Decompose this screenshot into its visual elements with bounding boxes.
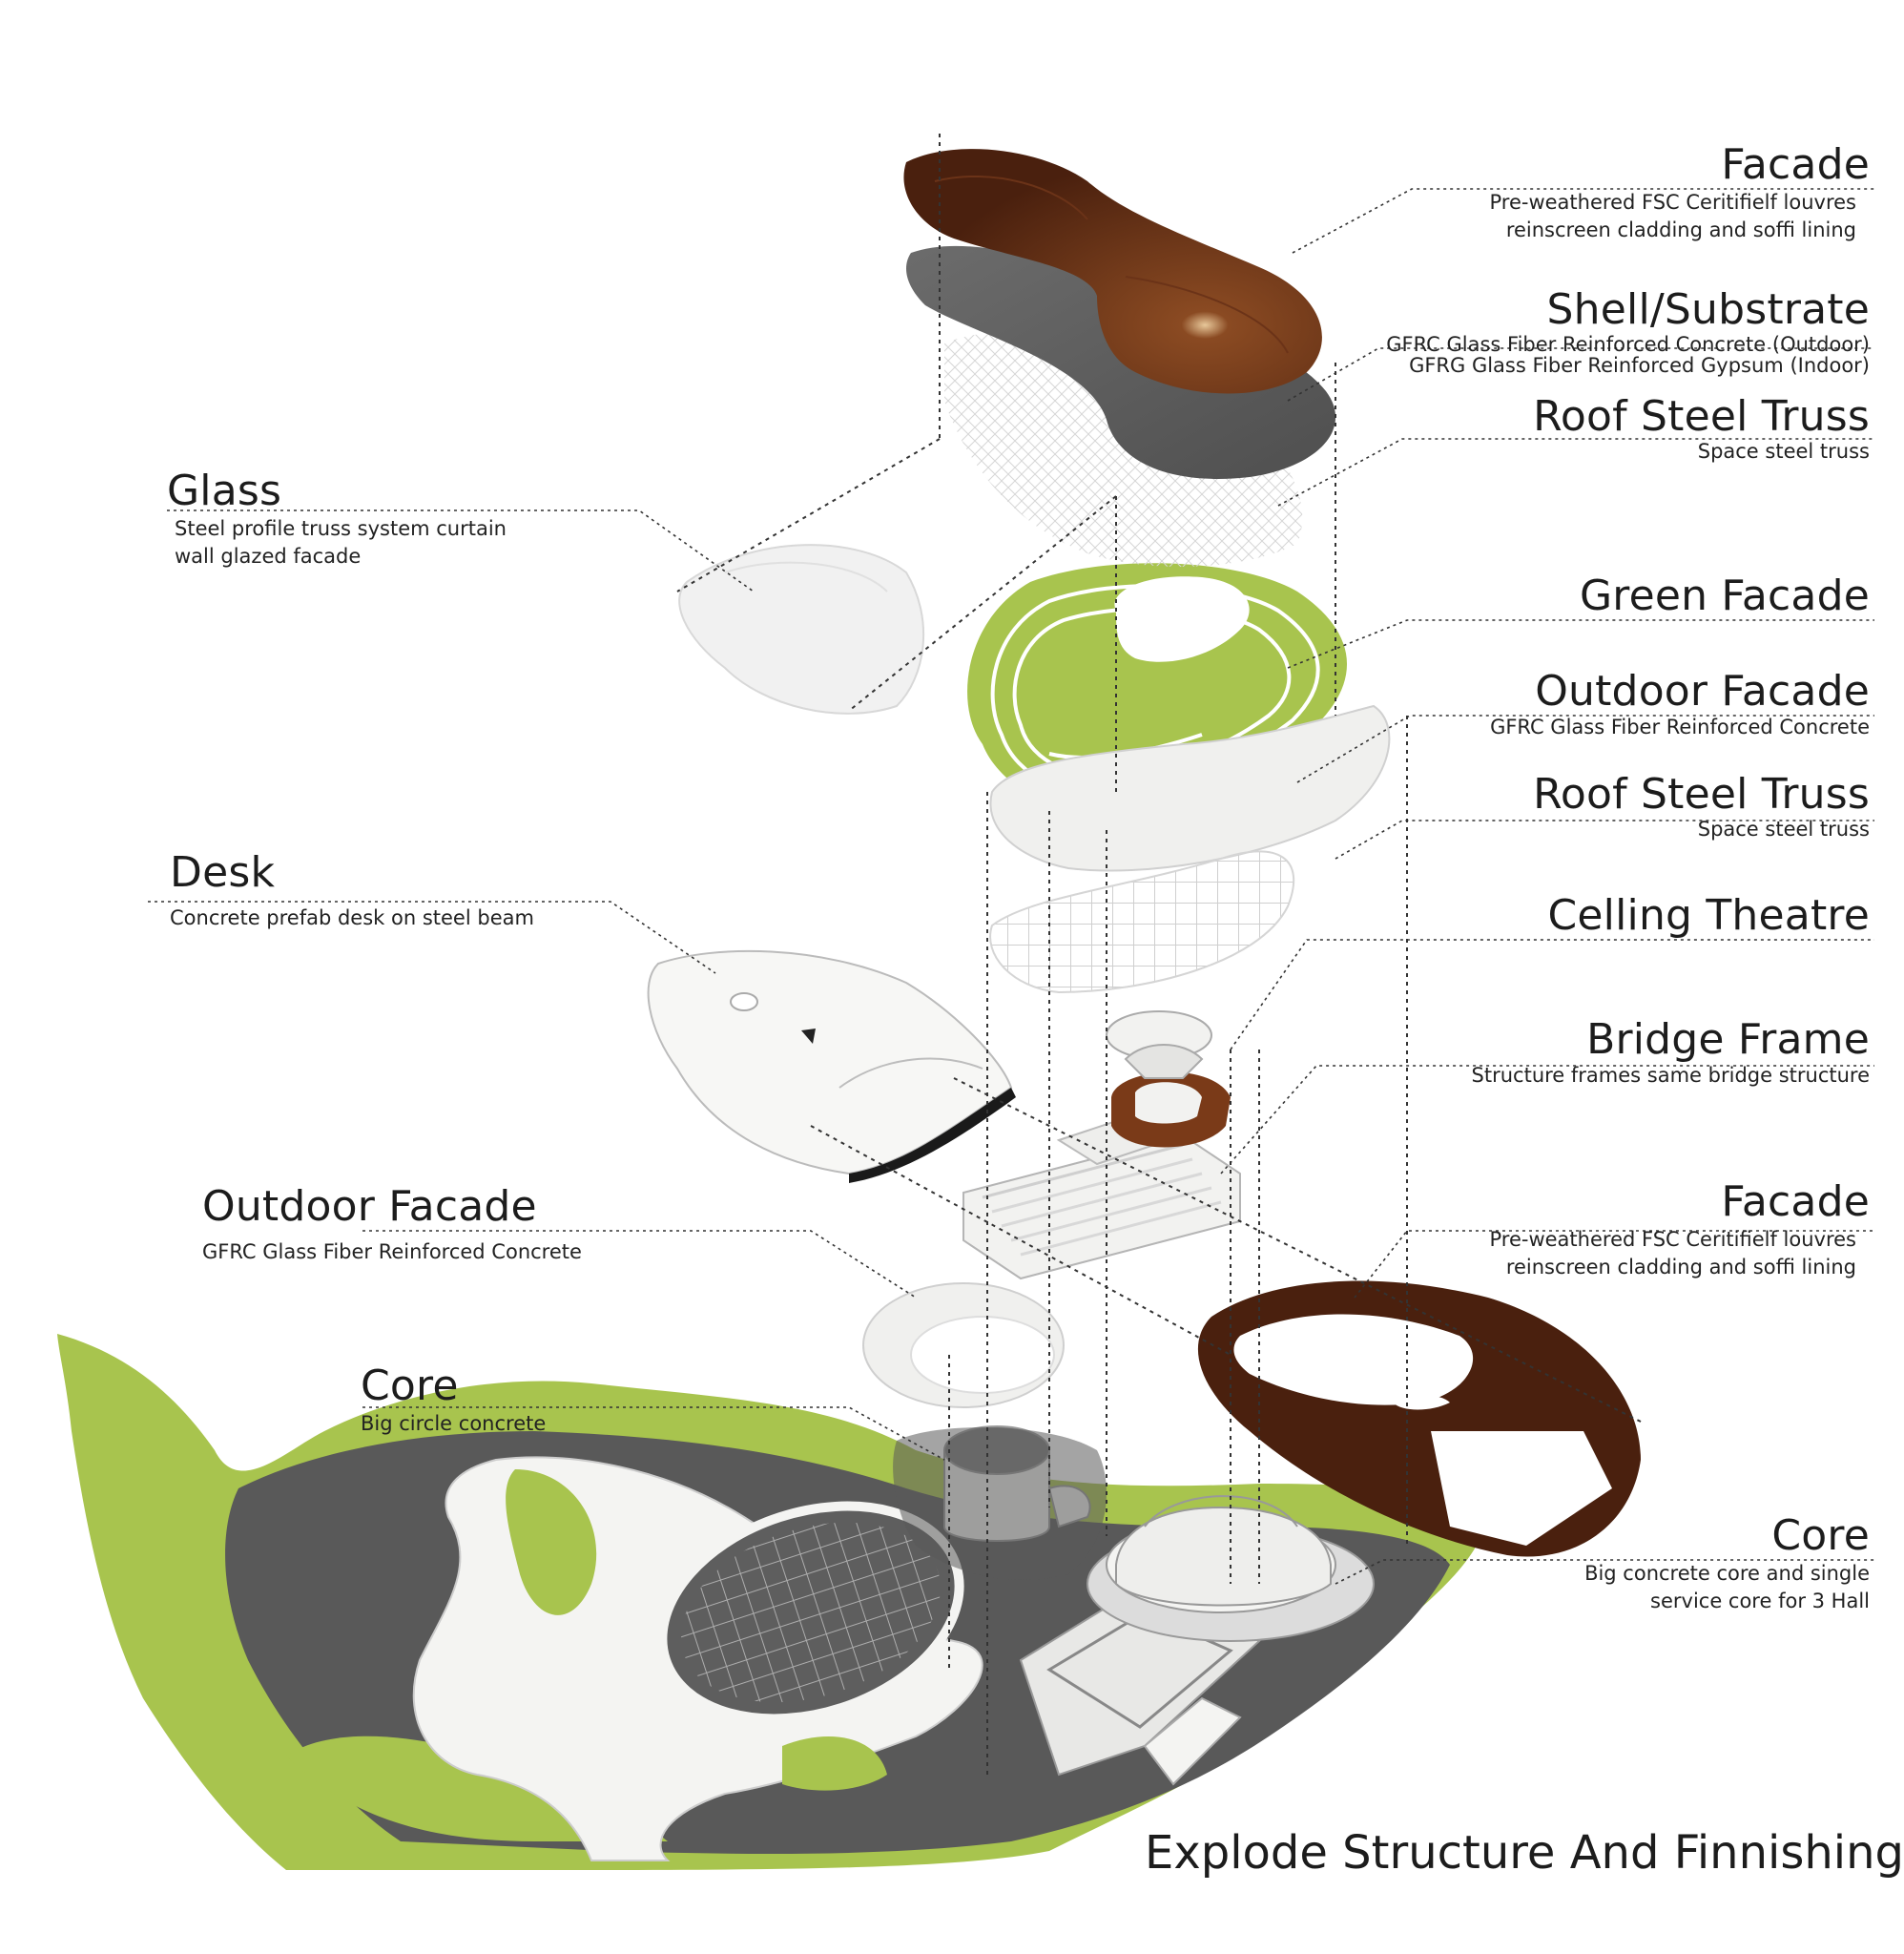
alignment-dashed-lines (939, 134, 1408, 1775)
label-sub: GFRG Glass Fiber Reinforced Gypsum (Indo… (1409, 354, 1870, 377)
label-sub: Pre-weathered FSC Ceritifielf louvres (1489, 191, 1857, 214)
label-sub: Big circle concrete (361, 1412, 547, 1435)
label-roof-steel-truss-1: Roof Steel Truss Space steel truss (1533, 392, 1870, 463)
leader-lines (148, 188, 1874, 1585)
label-title: Green Facade (1579, 572, 1870, 620)
desk-model (647, 949, 1016, 1183)
label-title: Facade (1721, 140, 1870, 189)
label-sub: Steel profile truss system curtain (175, 517, 507, 540)
outdoor-facade-ring (862, 1282, 1065, 1408)
projection-dashed-lines (676, 438, 1642, 1423)
label-sub: Big concrete core and single (1584, 1562, 1870, 1585)
label-sub: GFRC Glass Fiber Reinforced Concrete (202, 1240, 582, 1263)
label-sub: reinscreen cladding and soffi lining (1505, 218, 1856, 241)
label-roof-steel-truss-2: Roof Steel Truss Space steel truss (1533, 770, 1870, 841)
label-desk: Desk Concrete prefab desk on steel beam (170, 849, 534, 932)
glass-model (678, 544, 925, 715)
label-title: Core (361, 1362, 459, 1410)
label-title: Core (1771, 1511, 1870, 1560)
label-sub: Pre-weathered FSC Ceritifielf louvres (1489, 1228, 1857, 1251)
label-facade-top: Facade Pre-weathered FSC Ceritifielf lou… (1490, 141, 1871, 244)
facade-lower-brown (1197, 1280, 1641, 1557)
outdoor-facade-upper (989, 704, 1391, 872)
label-title: Facade (1721, 1177, 1870, 1226)
facade-top-model (903, 149, 1322, 394)
label-sub: wall glazed facade (175, 545, 362, 568)
label-sub: GFRC Glass Fiber Reinforced Concrete (1490, 716, 1870, 738)
label-sub: GFRC Glass Fiber Reinforced Concrete (Ou… (1386, 333, 1870, 356)
celling-theatre-model (1106, 1010, 1231, 1148)
diagram-title: Explode Structure And Finnishing (1145, 1826, 1904, 1880)
label-title: Desk (170, 848, 276, 897)
site-gray-pad (893, 1427, 1107, 1580)
label-title: Bridge Frame (1586, 1015, 1870, 1064)
label-core-right: Core Big concrete core and single servic… (1584, 1512, 1870, 1615)
label-sub: Concrete prefab desk on steel beam (170, 906, 534, 929)
label-core-left: Core Big circle concrete (361, 1362, 546, 1438)
roof-truss-upper (944, 332, 1303, 567)
label-title: Roof Steel Truss (1533, 770, 1870, 819)
label-title: Outdoor Facade (1535, 667, 1870, 716)
roof-truss-lower (989, 850, 1295, 994)
label-bridge-frame: Bridge Frame Structure frames same bridg… (1471, 1015, 1870, 1088)
label-title: Roof Steel Truss (1533, 392, 1870, 441)
label-title: Glass (167, 467, 282, 515)
label-sub: reinscreen cladding and soffi lining (1505, 1256, 1856, 1278)
label-title: Celling Theatre (1547, 891, 1870, 940)
label-outdoor-facade-left: Outdoor Facade GFRC Glass Fiber Reinforc… (202, 1183, 582, 1266)
shell-substrate-model (906, 245, 1336, 479)
label-glass: Glass Steel profile truss system curtain… (167, 468, 507, 571)
label-title: Outdoor Facade (202, 1182, 537, 1231)
core-cylinder-left (893, 1425, 1107, 1580)
label-green-facade: Green Facade (1580, 572, 1870, 620)
label-sub: Space steel truss (1697, 440, 1870, 463)
label-facade-lower: Facade Pre-weathered FSC Ceritifielf lou… (1490, 1178, 1871, 1281)
site-green-patch-2 (782, 1736, 887, 1791)
label-outdoor-facade-right: Outdoor Facade GFRC Glass Fiber Reinforc… (1490, 667, 1870, 739)
label-sub: Space steel truss (1697, 818, 1870, 841)
label-shell-substrate: Shell/Substrate GFRC Glass Fiber Reinfor… (1386, 285, 1870, 377)
label-title: Shell/Substrate (1546, 285, 1870, 334)
label-celling-theatre: Celling Theatre (1547, 892, 1870, 940)
label-sub: Structure frames same bridge structure (1471, 1064, 1870, 1087)
site-green-patch (506, 1469, 597, 1615)
label-sub: service core for 3 Hall (1650, 1590, 1870, 1612)
